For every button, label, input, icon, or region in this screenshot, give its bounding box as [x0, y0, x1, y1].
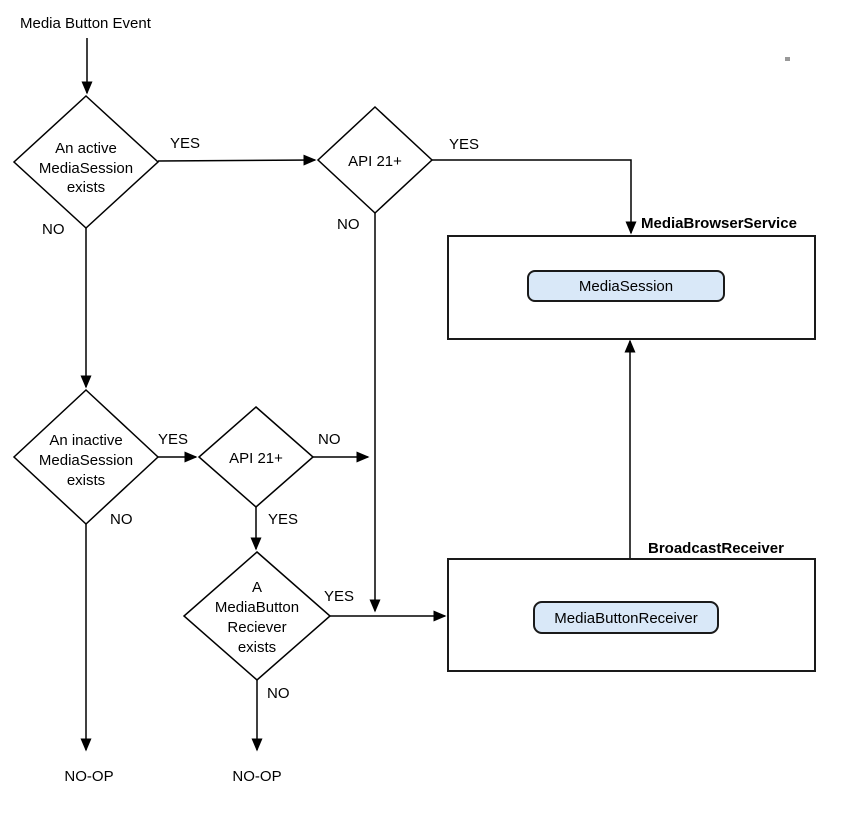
no-label: NO: [318, 431, 341, 448]
decision-active-mediasession-shape: [12, 94, 160, 230]
yes-label: YES: [268, 511, 298, 528]
edge-active-yes-to-api21-top: [157, 154, 317, 166]
terminal-noop-right: NO-OP: [232, 768, 281, 785]
yes-label: YES: [324, 588, 354, 605]
component-label: MediaButtonReceiver: [554, 610, 697, 627]
decision-api21-bottom: API 21+: [197, 406, 315, 508]
no-label: NO: [267, 685, 290, 702]
decision-inactive-mediasession: An inactive MediaSession exists: [12, 388, 160, 526]
decision-text-line: exists: [67, 472, 105, 489]
decision-active-mediasession: An active MediaSession exists: [12, 94, 160, 230]
decision-text-line: MediaSession: [39, 452, 133, 469]
yes-label: YES: [449, 136, 479, 153]
container-broadcast-receiver: BroadcastReceiver MediaButtonReceiver: [447, 540, 816, 672]
decision-text-line: A: [252, 579, 262, 596]
decision-api21-top-shape: [316, 105, 434, 215]
decision-text-line: exists: [238, 639, 276, 656]
decision-text-line: API 21+: [229, 450, 283, 467]
container-media-browser-service: MediaBrowserService MediaSession: [447, 215, 816, 340]
decision-text-line: Reciever: [227, 619, 286, 636]
edge-labels: YES NO YES NO YES NO NO YES YES NO: [42, 135, 479, 702]
no-label: NO: [110, 511, 133, 528]
start-label: Media Button Event: [20, 15, 152, 32]
decision-text-line: An inactive: [49, 432, 122, 449]
terminals: NO-OP NO-OP: [64, 768, 281, 785]
component-label: MediaSession: [579, 278, 673, 295]
yes-label: YES: [170, 135, 200, 152]
no-label: NO: [42, 221, 65, 238]
decision-text-line: exists: [67, 179, 105, 196]
decision-api21-top: API 21+: [316, 105, 434, 215]
yes-label: YES: [158, 431, 188, 448]
no-label: NO: [337, 216, 360, 233]
decision-text-line: API 21+: [348, 153, 402, 170]
decision-inactive-mediasession-shape: [12, 388, 160, 526]
edges: [80, 38, 637, 752]
component-mediabuttonreceiver-box: [533, 601, 719, 634]
decision-mediabutton-reciever: A MediaButton Reciever exists: [182, 551, 332, 681]
decision-mediabutton-reciever-shape: [182, 551, 332, 681]
terminal-noop-left: NO-OP: [64, 768, 113, 785]
decision-text-line: MediaButton: [215, 599, 299, 616]
decision-text-line: MediaSession: [39, 160, 133, 177]
component-mediasession-box: [527, 270, 725, 302]
container-title: BroadcastReceiver: [648, 540, 784, 557]
edge-api21-top-yes-to-mediabrowserservice: [432, 159, 637, 235]
container-title: MediaBrowserService: [641, 215, 797, 232]
decision-api21-bottom-shape: [197, 406, 315, 508]
decision-text-line: An active: [55, 140, 117, 157]
screenshot-artifact-dot: [785, 57, 790, 61]
